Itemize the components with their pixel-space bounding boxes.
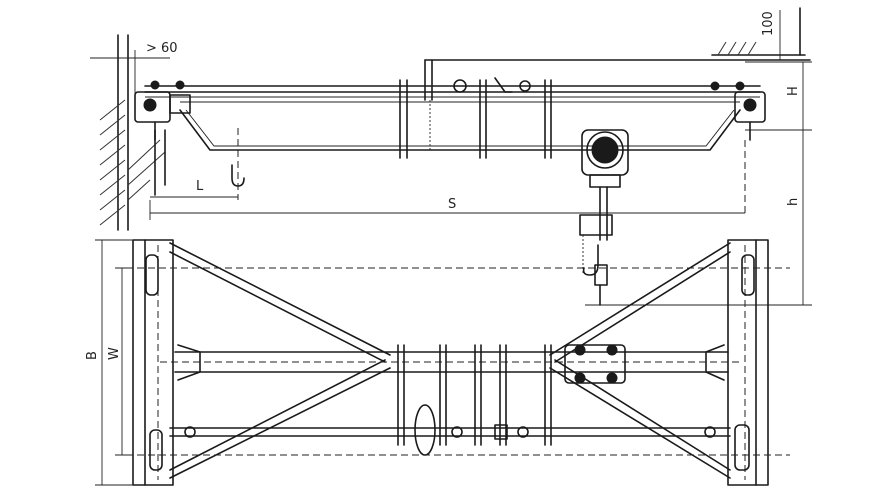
span-S-label: S bbox=[448, 197, 456, 212]
left-wall bbox=[99, 34, 166, 231]
side-clearance-dimension: > 60 bbox=[90, 41, 178, 115]
span-S-dimension: S bbox=[149, 197, 745, 220]
top-clearance-label: 100 bbox=[761, 11, 776, 36]
hook-limit-L-label: L bbox=[196, 179, 204, 194]
height-h-label: h bbox=[786, 198, 801, 206]
width-B-dimension: B bbox=[85, 240, 103, 485]
hook-limit-L-dimension: L bbox=[150, 179, 238, 198]
wheelbase-W-label: W bbox=[107, 347, 122, 360]
height-H-dimension: H bbox=[745, 61, 812, 131]
height-h-dimension: h bbox=[585, 130, 812, 306]
wheelbase-W-dimension: W bbox=[107, 268, 123, 455]
plan-view bbox=[95, 239, 790, 486]
side-clearance-label: > 60 bbox=[146, 41, 178, 56]
ceiling: 100 bbox=[711, 7, 806, 60]
elevation-view bbox=[134, 59, 811, 306]
height-H-label: H bbox=[786, 86, 801, 96]
width-B-label: B bbox=[85, 351, 100, 360]
